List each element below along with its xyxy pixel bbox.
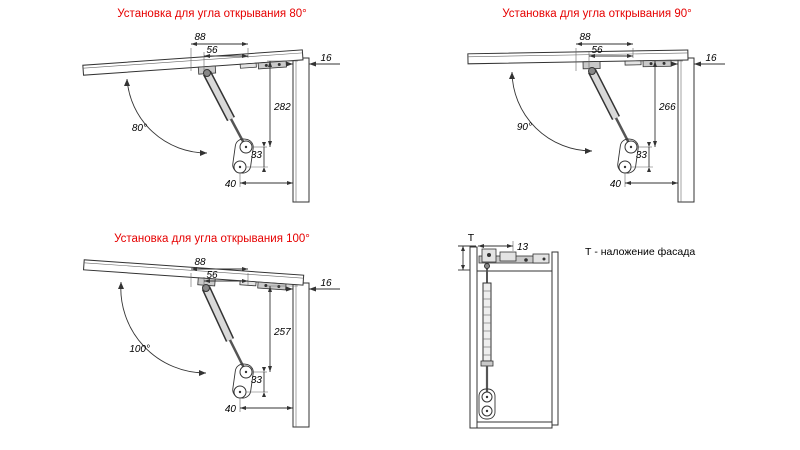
- dim-label-33: 33: [251, 375, 263, 386]
- overlay-label: T: [468, 232, 475, 244]
- facade-overlay-dimension: T: [458, 232, 476, 271]
- cabinet-side-panel: [292, 282, 310, 428]
- dim-label-16: 16: [320, 53, 332, 64]
- gas-strut: [587, 67, 633, 148]
- dimension-88: 88: [190, 32, 249, 71]
- dimension-33: 33: [631, 142, 653, 172]
- hinge-assembly: [478, 248, 550, 264]
- dim-label-40: 40: [225, 404, 237, 415]
- dimension-height: 266: [637, 60, 683, 148]
- dimension-88: 88: [190, 257, 249, 287]
- dimension-56: 56: [203, 45, 248, 71]
- opening-angle-arc: 80°: [124, 78, 208, 156]
- gas-strut: [203, 69, 248, 148]
- dimension-33: 33: [246, 367, 268, 397]
- dimension-40: 40: [225, 173, 293, 190]
- dim-label-height: 266: [658, 102, 676, 113]
- diagram-80deg: Установка для угла открывания 80° 16: [82, 8, 340, 203]
- dim-label-88: 88: [194, 257, 206, 268]
- facade-overlay-note: Т - наложение фасада: [585, 246, 695, 258]
- cabinet-side-panel: [292, 57, 310, 203]
- dim-label-13: 13: [517, 242, 529, 253]
- dimension-height: 282: [252, 60, 298, 148]
- angle-label: 100°: [129, 344, 150, 355]
- cabinet-section: [469, 246, 559, 429]
- diagram-closed-detail: T 13 Т - наложение фасада: [458, 232, 695, 429]
- dimension-13: 13: [478, 241, 529, 253]
- dim-label-56: 56: [206, 270, 218, 281]
- opening-angle-arc: 90°: [509, 71, 593, 154]
- dimension-height: 257: [252, 285, 298, 373]
- dimension-40: 40: [610, 173, 678, 190]
- opening-angle-arc: 100°: [118, 281, 207, 376]
- dim-label-33: 33: [251, 150, 263, 161]
- dim-label-40: 40: [225, 179, 237, 190]
- dimension-56: 56: [588, 45, 633, 71]
- dimension-33: 33: [246, 142, 268, 172]
- dim-label-height: 257: [273, 327, 291, 338]
- panel-thickness-dimension: 16: [285, 278, 340, 292]
- diagram-title-100: Установка для угла открывания 100°: [114, 233, 310, 245]
- door-flap: [82, 259, 305, 291]
- mounting-bracket: [617, 138, 639, 174]
- diagram-title-80: Установка для угла открывания 80°: [117, 8, 306, 20]
- dim-label-88: 88: [194, 32, 206, 43]
- angle-label: 80°: [132, 123, 147, 134]
- dimension-56: 56: [203, 270, 248, 287]
- dim-label-height: 282: [273, 102, 291, 113]
- dim-label-40: 40: [610, 179, 622, 190]
- gas-strut-vertical: [480, 263, 494, 393]
- diagram-90deg: Установка для угла открывания 90° 16: [467, 8, 725, 203]
- gas-strut: [201, 284, 248, 373]
- angle-label: 90°: [517, 122, 532, 133]
- dim-label-88: 88: [579, 32, 591, 43]
- mounting-bracket: [232, 138, 254, 174]
- dim-label-56: 56: [206, 45, 218, 56]
- mounting-bracket-vertical: [478, 388, 496, 420]
- diagram-100deg: Установка для угла открывания 100° 16: [82, 233, 340, 428]
- dim-label-16: 16: [705, 53, 717, 64]
- dim-label-16: 16: [320, 278, 332, 289]
- cabinet-side-panel: [677, 57, 695, 203]
- dim-label-56: 56: [591, 45, 603, 56]
- diagram-title-90: Установка для угла открывания 90°: [502, 8, 691, 20]
- dim-label-33: 33: [636, 150, 648, 161]
- dimension-40: 40: [225, 398, 293, 415]
